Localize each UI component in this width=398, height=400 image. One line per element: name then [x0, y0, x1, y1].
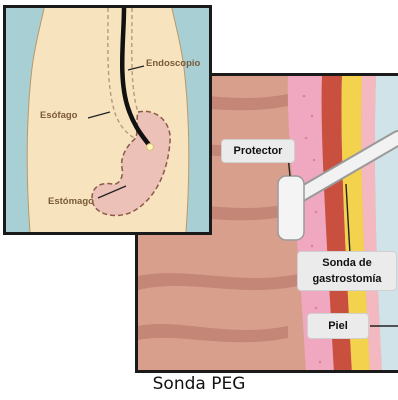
endoscope-light [147, 144, 154, 151]
right-side-area [172, 8, 209, 232]
label-piel: Piel [308, 314, 368, 338]
label-sonda-line1: Sonda de [322, 257, 372, 269]
label-sonda-line2: gastrostomía [312, 273, 381, 285]
esofago-leader [88, 112, 110, 118]
body-illustration-panel: Endoscopio Esófago Estómago [3, 5, 212, 235]
label-endoscopio: Endoscopio [146, 58, 200, 69]
label-sonda-gastrostomia: Sonda de gastrostomía [298, 252, 396, 290]
protector-bumper [278, 176, 304, 240]
esophagus-outline-right [132, 8, 138, 112]
label-esofago: Esófago [40, 110, 77, 121]
torso-illustration [6, 8, 209, 232]
label-estomago: Estómago [48, 196, 94, 207]
endoscopio-leader [128, 66, 144, 70]
label-protector: Protector [222, 140, 294, 162]
stomach-shape [92, 111, 170, 215]
figure-caption: Sonda PEG [0, 374, 398, 394]
left-side-area [6, 8, 44, 232]
